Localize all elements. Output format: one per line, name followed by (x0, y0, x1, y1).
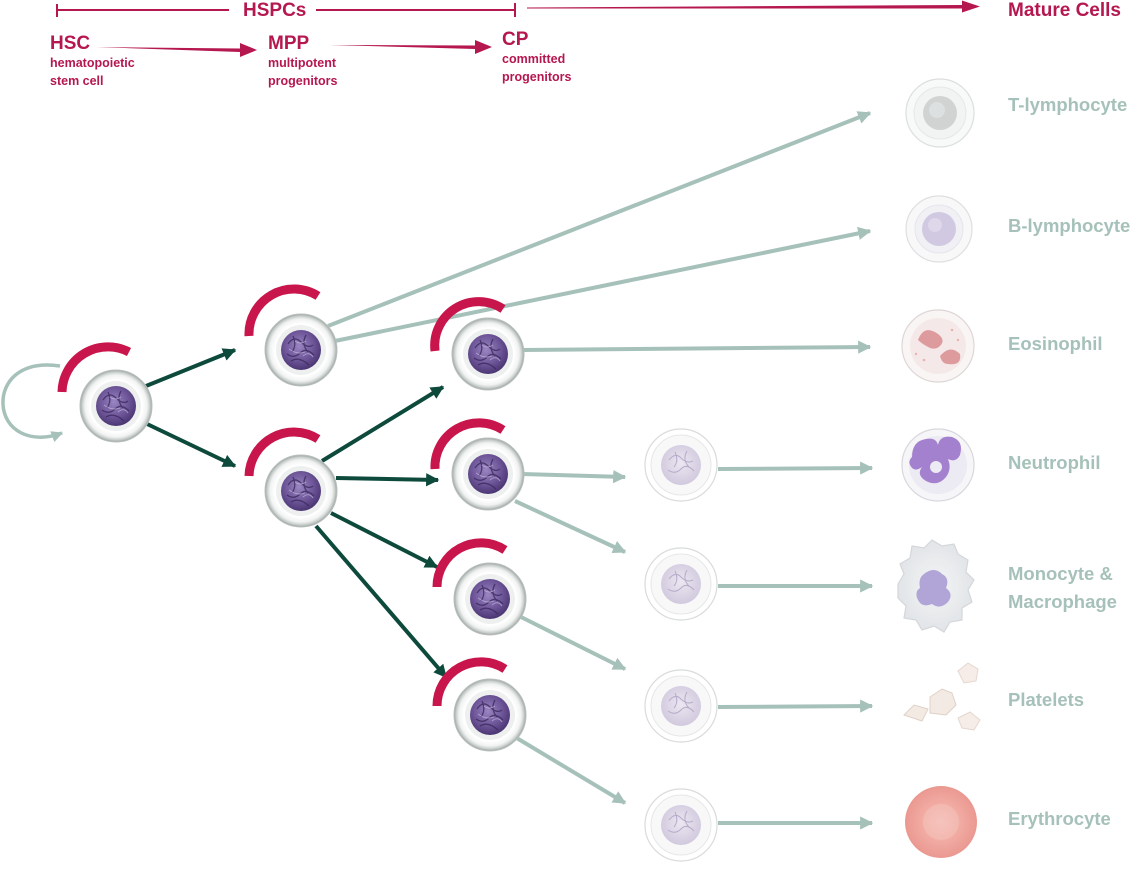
mpp1-to-b-lymphocyte-arrow (329, 226, 872, 344)
cp1-arc (430, 297, 506, 352)
eosinophil-label: Eosinophil (1008, 333, 1103, 354)
mpp-abbreviation: MPP (268, 33, 310, 54)
mpp2-to-cp3-arrow (330, 511, 439, 569)
platelets-cells (903, 662, 981, 731)
cp3-arc (432, 538, 508, 588)
cp1-to-eosinophil-arrow (522, 340, 872, 354)
hsc-abbreviation: HSC (50, 33, 91, 54)
cp-abbreviation: CP (502, 29, 529, 50)
cp-description-line-2: progenitors (502, 70, 572, 84)
cp2-to-monocyte-precursor-arrow (514, 499, 627, 554)
monocyte-macrophage-label-line-1: Monocyte & (1008, 563, 1113, 584)
mpp-cell-2 (264, 454, 338, 528)
mpp2-arc (244, 427, 321, 477)
monocyte-macrophage-label-line-2: Macrophage (1008, 591, 1117, 612)
precursor-cell-1 (644, 428, 718, 502)
precursor-cell-3 (644, 669, 718, 743)
mature-cells-arrow (527, 0, 980, 13)
mpp-to-cp-arrow (330, 40, 492, 54)
precursor-to-neutrophil-arrow (717, 461, 874, 475)
mature-cells-label: Mature Cells (1008, 0, 1121, 21)
t-lymphocyte-label: T-lymphocyte (1008, 94, 1128, 115)
stemness-arcs (57, 284, 508, 707)
platelets-label: Platelets (1008, 689, 1085, 710)
precursor-to-platelets-arrow (717, 699, 874, 713)
cp2-arc (430, 418, 506, 470)
eosinophil-cell (901, 309, 975, 383)
mpp-cell-1 (264, 313, 338, 387)
mpp2-to-cp2-arrow (335, 473, 440, 487)
hsc-to-mpp-arrow (96, 43, 257, 57)
hspcs-label: HSPCs (243, 0, 307, 21)
neutrophil-cell (901, 428, 975, 502)
cp-cell-2 (451, 437, 525, 511)
monocyte-macrophage-cell (897, 539, 975, 633)
mpp2-to-cp1-arrow (320, 385, 445, 463)
mpp1-to-t-lymphocyte-arrow (327, 111, 872, 328)
mpp-description-line-1: multipotent (268, 56, 337, 70)
mpp-description-line-2: progenitors (268, 74, 338, 88)
mpp1-arc (244, 284, 321, 337)
self-renewal-arrow (1, 363, 64, 443)
cp2-to-neutrophil-precursor-arrow (521, 470, 627, 484)
hspcs-range-bar (56, 3, 516, 17)
hsc-description-line-1: hematopoietic (50, 56, 135, 70)
cp-description-line-1: committed (502, 52, 566, 66)
cp4-arc (432, 657, 508, 707)
neutrophil-label: Neutrophil (1008, 452, 1101, 473)
hsc-cell (79, 369, 153, 443)
cp3-to-platelet-precursor-arrow (514, 612, 627, 671)
hsc-description-line-2: stem cell (50, 74, 104, 88)
erythrocyte-label: Erythrocyte (1008, 808, 1111, 829)
precursor-cell-2 (644, 547, 718, 621)
mpp2-to-cp4-arrow (314, 524, 448, 679)
erythrocyte-cell (905, 786, 977, 858)
precursor-cell-4 (644, 788, 718, 862)
cp4-to-erythrocyte-precursor-arrow (513, 735, 627, 805)
cp-cell-4 (453, 678, 527, 752)
hsc-arc (57, 342, 132, 393)
cp-cell-1 (451, 317, 525, 391)
hsc-to-mpp2-arrow (144, 421, 237, 468)
cp-cell-3 (453, 562, 527, 636)
b-lymphocyte-label: B-lymphocyte (1008, 215, 1131, 236)
faded-lineage-arrows (327, 111, 874, 830)
t-lymphocyte-cell (905, 78, 975, 148)
active-differentiation-arrows (144, 348, 448, 679)
b-lymphocyte-cell (905, 195, 973, 263)
hsc-to-mpp1-arrow (145, 348, 237, 388)
